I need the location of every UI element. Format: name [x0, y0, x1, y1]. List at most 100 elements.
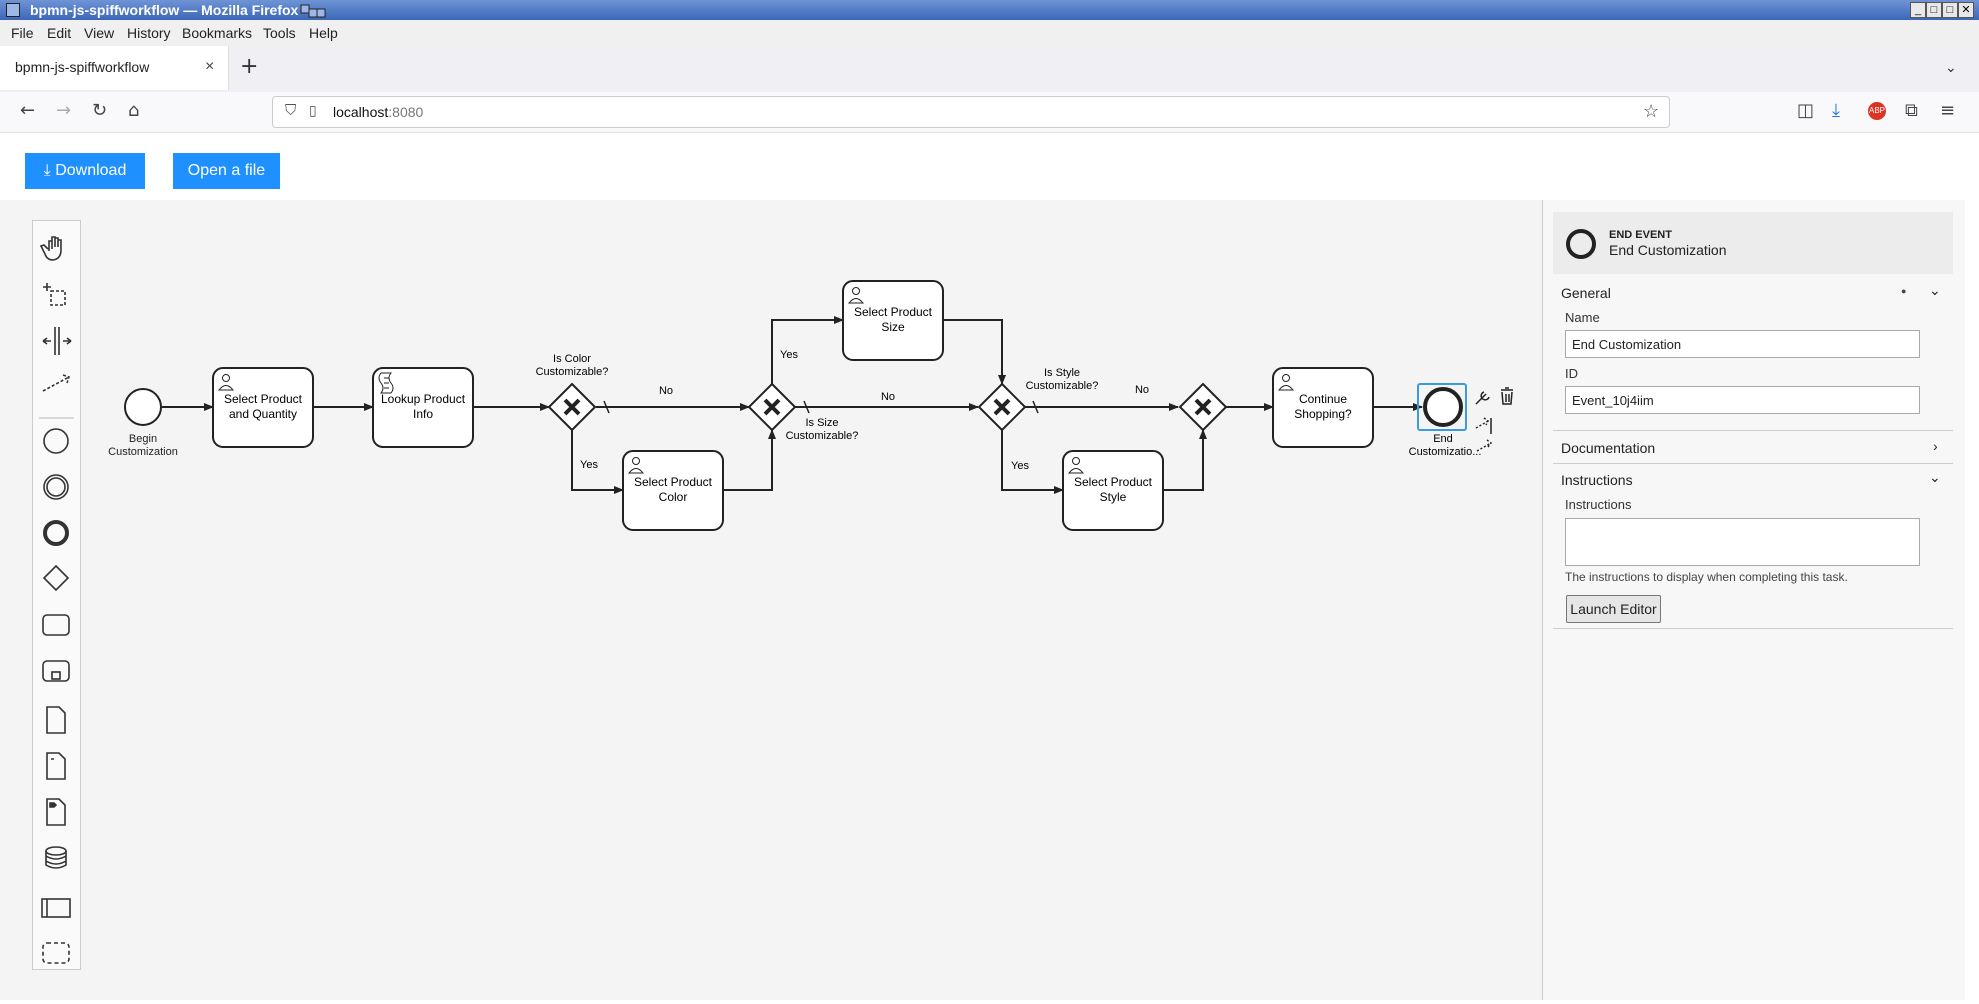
menu-history[interactable]: History: [127, 25, 171, 41]
tab-close-button[interactable]: ×: [205, 58, 215, 75]
gateway-merge[interactable]: [1178, 382, 1228, 432]
pocket-icon[interactable]: ◫: [1797, 100, 1815, 121]
pool-icon[interactable]: [41, 898, 71, 918]
task2-line1: Lookup Product: [381, 392, 466, 406]
dot-indicator-icon: ●: [1901, 286, 1907, 296]
data-store-icon[interactable]: [45, 846, 67, 869]
trash-icon[interactable]: [1501, 387, 1513, 405]
instructions-textarea[interactable]: [1565, 518, 1920, 566]
menu-help[interactable]: Help: [309, 25, 338, 41]
start-event-icon[interactable]: [43, 428, 69, 454]
instructions-section: Instructions ⌄ Instructions The instruct…: [1553, 464, 1953, 629]
data-input-icon[interactable]: [46, 752, 66, 780]
task-lookup-product[interactable]: Lookup Product Info: [372, 367, 474, 448]
name-input[interactable]: End Customization: [1565, 330, 1920, 358]
menu-bookmarks[interactable]: Bookmarks: [182, 25, 253, 41]
launch-editor-button[interactable]: Launch Editor: [1566, 595, 1661, 623]
flow-label-no-2: No: [881, 391, 895, 403]
extensions-icon[interactable]: ⧉: [1905, 100, 1918, 121]
restore-button[interactable]: □: [1926, 2, 1942, 18]
menu-tools[interactable]: Tools: [263, 25, 296, 41]
append-icon[interactable]: [1476, 439, 1493, 452]
data-object-icon[interactable]: [46, 706, 66, 734]
default-flow-marker: [603, 400, 610, 414]
gateway-color[interactable]: [547, 382, 597, 432]
task-select-style[interactable]: Select Product Style: [1062, 450, 1164, 531]
lasso-tool-icon[interactable]: [43, 283, 66, 306]
flow-gw1-yes[interactable]: [571, 430, 624, 494]
task-select-product[interactable]: Select Product and Quantity: [212, 367, 314, 448]
minimize-button[interactable]: _: [1910, 2, 1926, 18]
bookmark-star-icon[interactable]: ☆: [1643, 101, 1660, 121]
downloads-icon[interactable]: ⤓: [1832, 100, 1840, 121]
flow-size-gw3[interactable]: [943, 319, 1006, 385]
gateway-icon[interactable]: [42, 564, 70, 592]
task1-line2: and Quantity: [229, 407, 297, 421]
window-title: bpmn-js-spiffworkflow — Mozilla Firefox: [30, 2, 299, 18]
open-file-button[interactable]: Open a file: [173, 153, 280, 189]
shield-icon: ⛉: [285, 102, 297, 119]
chevron-down-icon: ⌄: [1929, 469, 1941, 485]
end-label-2: Customizatio...: [1409, 446, 1482, 458]
general-section: General ● ⌄ Name End Customization ID Ev…: [1553, 276, 1953, 431]
wrench-icon[interactable]: [1475, 391, 1490, 405]
user-task-icon: [847, 287, 865, 304]
id-input[interactable]: Event_10j4iim: [1565, 386, 1920, 414]
default-flow-marker: [1032, 400, 1039, 414]
close-window-button[interactable]: ✕: [1958, 2, 1974, 18]
hand-tool-icon[interactable]: [39, 236, 62, 261]
documentation-section[interactable]: Documentation ›: [1553, 431, 1953, 464]
instructions-header[interactable]: Instructions ⌄: [1553, 468, 1953, 490]
new-tab-button[interactable]: +: [240, 54, 259, 79]
flow-label-no-3: No: [1135, 384, 1149, 396]
menu-edit[interactable]: Edit: [47, 25, 72, 41]
menu-view[interactable]: View: [84, 25, 115, 41]
flow-color-gw2[interactable]: [723, 429, 776, 491]
task-select-size[interactable]: Select Product Size: [842, 280, 944, 361]
flow-gw2-yes[interactable]: [771, 316, 844, 384]
intermediate-event-icon[interactable]: [43, 474, 69, 500]
url-bar[interactable]: ⛉ ▯ localhost:8080 ☆: [272, 96, 1670, 128]
maximize-button[interactable]: □: [1942, 2, 1958, 18]
data-output-icon[interactable]: [46, 798, 66, 826]
download-button[interactable]: ⤓ Download: [25, 153, 145, 189]
window-titlebar: bpmn-js-spiffworkflow — Mozilla Firefox …: [0, 0, 1979, 20]
reload-icon[interactable]: ↻: [92, 100, 108, 121]
flow-style-gw4[interactable]: [1163, 429, 1207, 491]
color-line2: Color: [659, 490, 688, 504]
gateway-size[interactable]: [747, 382, 797, 432]
menu-icon[interactable]: ≡: [1940, 100, 1956, 121]
style-line2: Style: [1100, 490, 1127, 504]
instructions-help: The instructions to display when complet…: [1565, 570, 1848, 584]
gateway-style[interactable]: [977, 382, 1027, 432]
back-icon[interactable]: ←: [20, 100, 36, 121]
menu-file[interactable]: File: [11, 25, 34, 41]
task-icon[interactable]: [42, 614, 70, 636]
space-tool-icon[interactable]: [42, 327, 72, 355]
end-event-icon[interactable]: [43, 520, 69, 546]
size-line1: Select Product: [854, 305, 933, 319]
page-icon: ▯: [309, 102, 317, 118]
title-decoration-icon: [300, 4, 326, 18]
gw1-label-1: Is Color: [553, 353, 591, 365]
subprocess-icon[interactable]: [42, 660, 70, 682]
forward-icon[interactable]: →: [56, 100, 72, 121]
name-label: Name: [1565, 310, 1600, 325]
element-name: End Customization: [1609, 242, 1727, 258]
flow-gw3-yes[interactable]: [1001, 430, 1064, 494]
tab-bpmn[interactable]: bpmn-js-spiffworkflow ×: [0, 46, 229, 90]
group-icon[interactable]: [42, 942, 70, 964]
user-task-icon: [627, 457, 645, 474]
app-icon: [6, 3, 20, 17]
connect-icon[interactable]: [1475, 417, 1492, 434]
general-header[interactable]: General ● ⌄: [1553, 282, 1953, 304]
begin-event[interactable]: [124, 388, 162, 426]
task-select-color[interactable]: Select Product Color: [622, 450, 724, 531]
task-continue-shopping[interactable]: Continue Shopping?: [1272, 367, 1374, 448]
adblock-icon[interactable]: ABP: [1868, 102, 1886, 120]
home-icon[interactable]: ⌂: [128, 100, 140, 121]
connect-tool-icon[interactable]: [42, 374, 71, 392]
palette-icons: [39, 236, 74, 964]
tab-list-icon[interactable]: ⌄: [1945, 60, 1957, 76]
end-event[interactable]: [1423, 387, 1463, 427]
